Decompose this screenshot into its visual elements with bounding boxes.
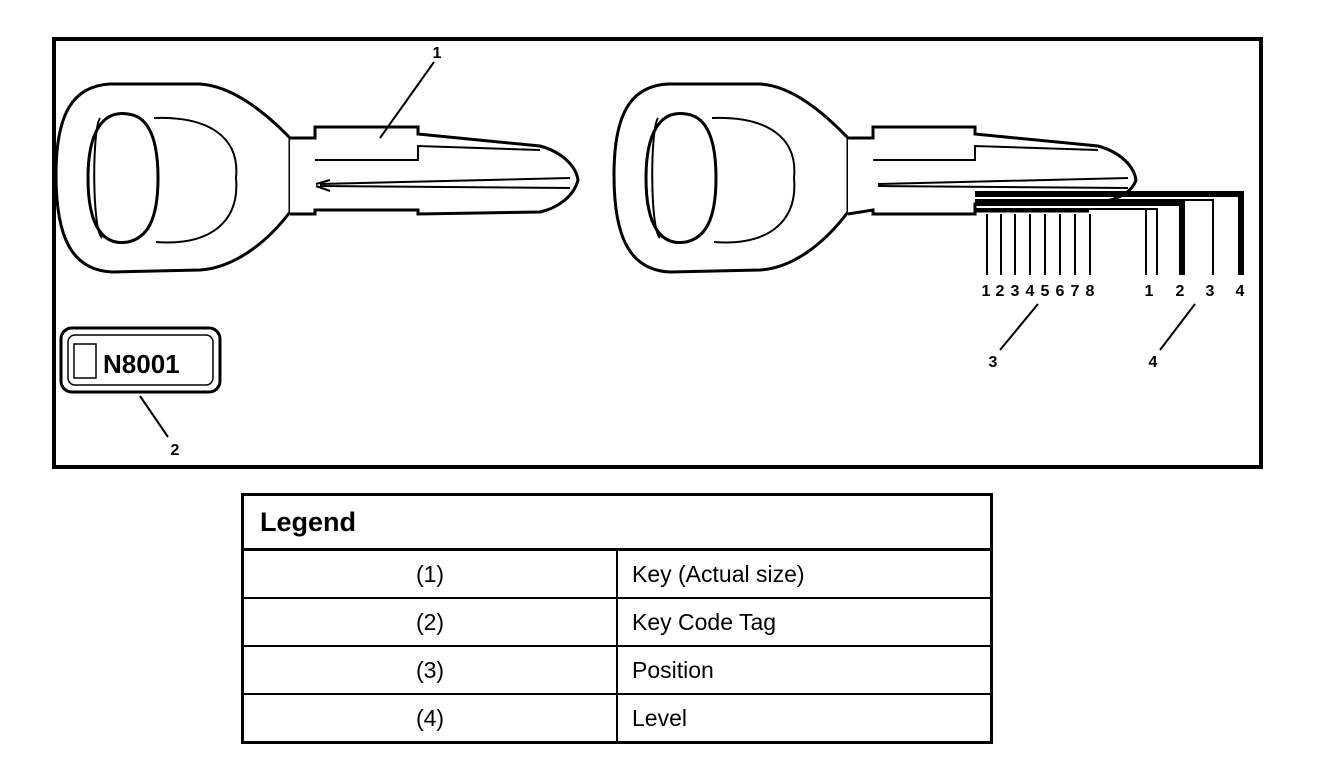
key-code: N8001 [103,349,180,379]
tag-blank-box [73,343,97,379]
legend-number: (4) [242,693,618,743]
legend-row: (1) Key (Actual size) [242,548,992,598]
legend-number: (2) [242,597,618,646]
position-number: 3 [1011,283,1020,300]
key-code-tag: N8001 [59,326,222,394]
callout-2: 2 [171,442,180,459]
level-numbers: 1 2 3 4 [1145,283,1245,300]
position-numbers: 1 2 3 4 5 6 7 8 [982,283,1095,300]
position-number: 2 [996,283,1005,300]
position-number: 1 [982,283,991,300]
position-number: 5 [1041,283,1050,300]
key-actual-size [54,82,580,274]
legend-description: Key (Actual size) [617,548,992,598]
level-scale [975,191,1244,275]
level-number: 4 [1236,283,1245,300]
level-number: 2 [1176,283,1185,300]
legend-number: (1) [242,548,618,598]
legend-number: (3) [242,645,618,694]
position-number: 4 [1026,283,1035,300]
level-number: 1 [1145,283,1154,300]
level-number: 3 [1206,283,1215,300]
position-scale [986,209,1147,275]
legend-table: Legend (1) Key (Actual size) (2) Key Cod… [241,493,993,744]
callout-leaders [139,61,1196,438]
legend-description: Position [617,645,992,694]
position-number: 7 [1071,283,1080,300]
position-number: 8 [1086,283,1095,300]
legend-row: (4) Level [242,693,992,743]
legend-description: Key Code Tag [617,597,992,646]
legend-row: (3) Position [242,645,992,694]
legend-title: Legend [242,494,992,551]
position-number: 6 [1056,283,1065,300]
callout-numbers: 1 2 3 4 [171,45,1158,459]
callout-4: 4 [1149,354,1158,371]
key-diagram: 1 2 3 4 5 6 7 8 1 2 3 4 N8001 1 2 3 4 [52,37,1263,469]
legend-row: (2) Key Code Tag [242,597,992,646]
legend-description: Level [617,693,992,743]
callout-1: 1 [433,45,442,62]
callout-3: 3 [989,354,998,371]
